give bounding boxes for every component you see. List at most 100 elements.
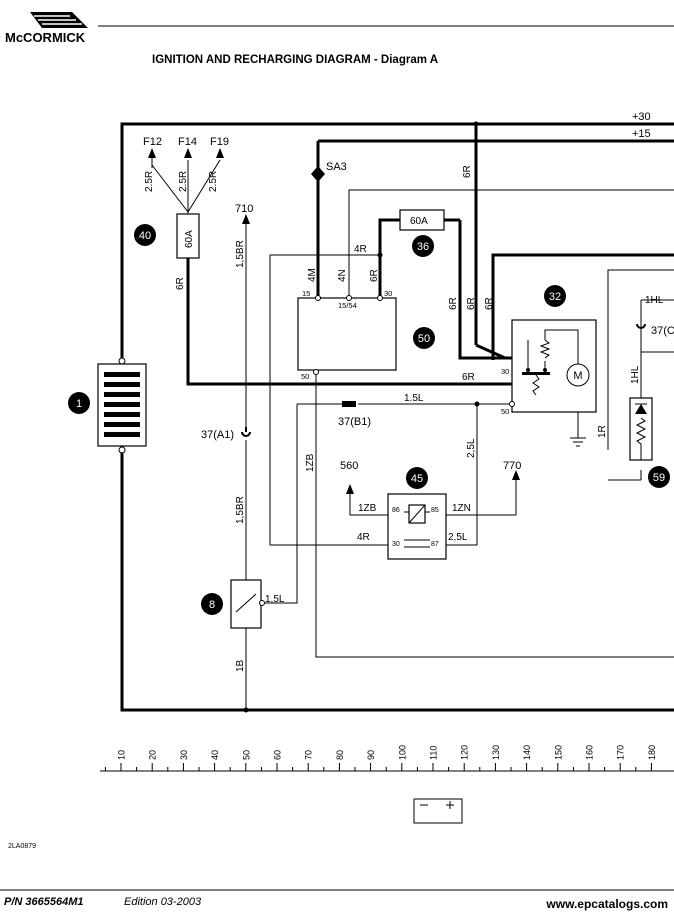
scale-tick-label: 110 (429, 746, 439, 760)
wire-label-6r: 6R (466, 297, 477, 310)
wire-label-25l: 2,5L (466, 438, 477, 458)
switch-contact-icon (235, 593, 257, 613)
fuse-36-rating: 60A (410, 216, 428, 227)
svg-text:45: 45 (411, 473, 423, 485)
battery-icon (413, 798, 463, 824)
component-bubble-40 (134, 224, 156, 246)
wire-6r-right (491, 253, 674, 360)
scale-tick-label: 20 (148, 750, 158, 760)
scale-tick-label: 160 (585, 745, 595, 760)
svg-text:40: 40 (139, 230, 151, 242)
wire-label-1hl: 1HL (645, 295, 664, 306)
wire-label-1b: 1B (235, 659, 246, 672)
scale-tick-label: 10 (117, 750, 127, 760)
wire-label-25r: 2.5R (208, 171, 219, 192)
connector-icon (636, 323, 646, 329)
arrow-up-icon (346, 484, 354, 494)
fuse-label-f14: F14 (178, 136, 197, 148)
wire-label-6r: 6R (484, 297, 495, 310)
wire-label-15br: 1,5BR (235, 240, 246, 268)
wire-label-1zb: 1ZB (358, 503, 377, 514)
wire-label-25r: 2.5R (178, 171, 189, 192)
rail-15-label: +15 (632, 128, 651, 140)
wire-fuse36-out (458, 220, 512, 360)
junction-dot (377, 252, 383, 258)
scale-tick-label: 140 (522, 745, 532, 760)
junction-dot (474, 401, 480, 407)
motor-label: M (573, 370, 582, 382)
terminal-label-560: 560 (340, 460, 358, 472)
scale-tick-label: 170 (616, 745, 626, 760)
wire-label-1zn: 1ZN (452, 503, 471, 514)
wire-1zb (315, 372, 674, 658)
solenoid-plate (522, 372, 550, 375)
wire-label-6r: 6R (462, 372, 475, 383)
scale-tick-label: 40 (210, 750, 220, 760)
frame-wire (120, 122, 674, 712)
component-bubble-36 (412, 235, 434, 257)
wire-15l-8 (262, 404, 298, 604)
svg-text:59: 59 (653, 472, 665, 484)
wire-label-1zb: 1ZB (305, 453, 316, 472)
svg-text:50: 50 (418, 333, 430, 345)
battery-terminal (118, 446, 126, 454)
component-bubble-45 (406, 467, 428, 489)
wire-label-6r: 6R (448, 297, 459, 310)
junction-dot (243, 707, 249, 713)
wire-label-1r: 1R (597, 425, 608, 438)
wire-label-4m: 4M (307, 268, 318, 282)
ground-icon (570, 437, 586, 447)
scale-tick-label: 100 (397, 745, 407, 760)
resistor-icon (635, 417, 647, 460)
wire-label-1hl: 1HL (630, 365, 641, 384)
component-bubble-59 (648, 466, 670, 488)
svg-text:32: 32 (549, 291, 561, 303)
splice-label-sa3: SA3 (326, 161, 347, 173)
mccormick-logo (30, 12, 88, 28)
drawing-reference: 2LA0879 (8, 843, 36, 850)
scale-tick-label: 90 (366, 750, 376, 760)
alternator-block (297, 297, 397, 371)
connector-icon (342, 401, 356, 407)
page-title: IGNITION AND RECHARGING DIAGRAM - Diagra… (152, 54, 438, 66)
wire-label-15br: 1,5BR (235, 496, 246, 524)
wire-6r-bottom (186, 258, 512, 386)
terminal-label-770: 770 (503, 460, 521, 472)
wire-label-6r: 6R (462, 165, 473, 178)
component-bubble-32 (544, 285, 566, 307)
part-number: P/N 3665564M1 (4, 896, 84, 908)
wire-560 (349, 505, 388, 516)
junction-dot (473, 121, 479, 127)
terminal-50: 50 (301, 372, 309, 381)
wire-label-6r: 6R (175, 277, 186, 290)
connector-label-37b1: 37(B1) (338, 416, 371, 428)
svg-text:36: 36 (417, 241, 429, 253)
fuse-40-rating: 60A (184, 230, 195, 248)
wire-770 (446, 478, 517, 516)
pin-87: 87 (431, 541, 439, 548)
battery-plates (104, 372, 140, 437)
terminal-15-54: 15/54 (338, 301, 357, 310)
coil-icon (539, 339, 551, 359)
fuse-40 (176, 213, 200, 259)
connector-label-37a1: 37(A1) (201, 429, 234, 441)
svg-text:8: 8 (209, 599, 215, 611)
wire-label-4r: 4R (354, 244, 367, 255)
wire-4n (348, 189, 674, 296)
wire-f12 (151, 164, 189, 213)
wire-label-15l: 1,5L (265, 594, 285, 605)
scale-tick-label: 130 (491, 745, 501, 760)
terminal-30: 30 (501, 367, 509, 376)
wire-1r (607, 269, 674, 450)
scale-tick-label: 120 (460, 745, 470, 760)
arrow-up-icon (184, 148, 192, 158)
terminal-15: 15 (302, 289, 310, 298)
scale-tick-label: 70 (304, 750, 314, 760)
relay-block (387, 493, 447, 560)
pin-86: 86 (392, 507, 400, 514)
terminal-30: 30 (384, 289, 392, 298)
wire-label-25l: 2,5L (448, 532, 468, 543)
connector-label-37c: 37(C (651, 325, 674, 337)
